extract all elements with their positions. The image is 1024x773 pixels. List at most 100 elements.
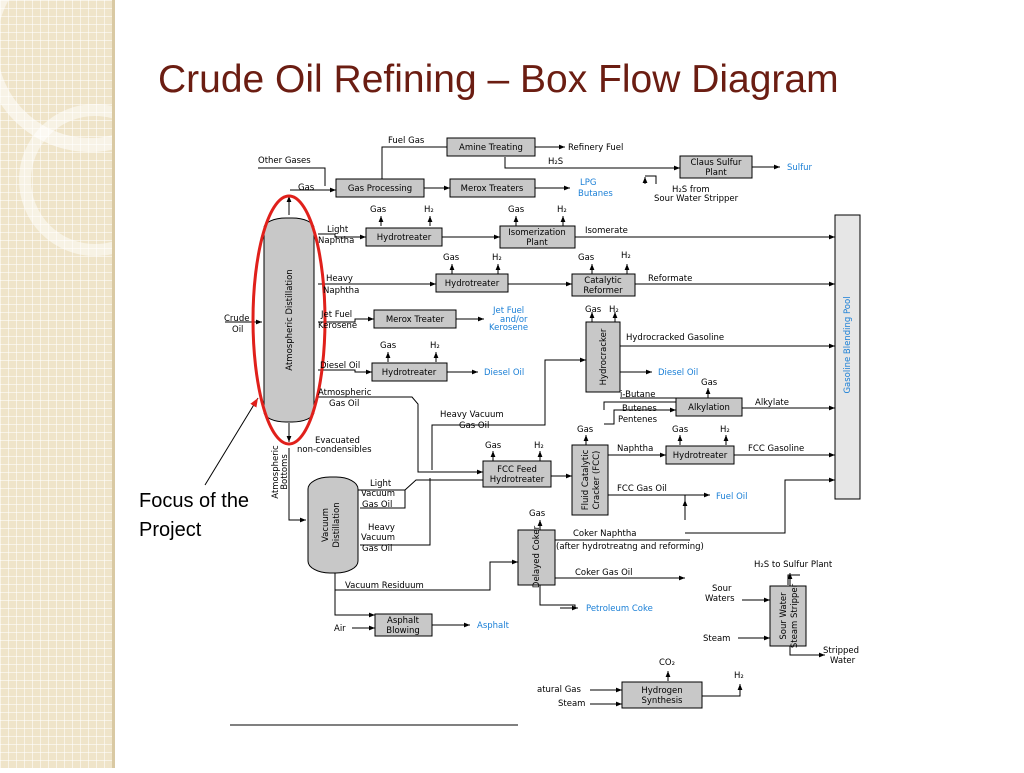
claus-sulfur-plant-unit: Claus Sulfur Plant — [679, 155, 753, 179]
petroleum-coke-product: Petroleum Coke — [586, 604, 653, 614]
h2s-to-sulfur-label: H₂S to Sulfur Plant — [754, 560, 833, 570]
sidebar-divider — [112, 0, 115, 768]
atmospheric-distillation-column: Atmospheric Distillation — [263, 217, 315, 423]
svg-text:Alkylation: Alkylation — [688, 403, 730, 413]
svg-text:Cracker (FCC): Cracker (FCC) — [592, 451, 602, 510]
atmospheric-gas-oil-label: Atmospheric — [318, 388, 372, 398]
product-labels: Sulfur LPG Butanes Jet Fuel and/or Keros… — [477, 163, 813, 631]
svg-text:Pentenes: Pentenes — [618, 415, 658, 425]
svg-text:Claus Sulfur: Claus Sulfur — [690, 158, 742, 168]
svg-text:Gas Oil: Gas Oil — [362, 500, 392, 510]
light-vacuum-gas-oil-label: Light — [370, 479, 392, 489]
svg-text:Blowing: Blowing — [386, 626, 420, 636]
svg-text:Gas: Gas — [508, 205, 525, 215]
svg-text:Gas: Gas — [529, 509, 546, 519]
focus-highlight — [204, 194, 327, 486]
reformate-label: Reformate — [648, 274, 692, 284]
vacuum-residuum-label: Vacuum Residuum — [345, 581, 424, 591]
sour-waters-label: Sour — [712, 584, 732, 594]
amine-treating-unit: Amine Treating — [446, 137, 536, 157]
h2s-from-label-2: Sour Water Stripper — [654, 194, 739, 204]
diesel-oil-label: Diesel Oil — [320, 361, 360, 371]
refinery-fuel-label: Refinery Fuel — [568, 143, 623, 153]
hydrocracker-unit: Hydrocracker — [585, 321, 621, 393]
heavy-naphtha-label: Heavy — [326, 274, 353, 284]
svg-text:Kerosene: Kerosene — [489, 323, 528, 333]
svg-text:Plant: Plant — [705, 168, 727, 178]
svg-text:Vacuum: Vacuum — [321, 508, 331, 542]
svg-text:Plant: Plant — [526, 238, 548, 248]
svg-text:Gas Oil: Gas Oil — [459, 421, 489, 431]
svg-text:Naphtha: Naphtha — [323, 286, 359, 296]
isomerization-plant-unit: Isomerization Plant — [499, 225, 576, 249]
svg-text:Merox Treaters: Merox Treaters — [461, 184, 524, 194]
svg-text:and/or: and/or — [500, 315, 528, 325]
sour-water-stripper-unit: Sour Water Steam Stripper — [769, 583, 807, 648]
natural-gas-label: atural Gas — [537, 685, 581, 695]
focus-note-line-1: Focus of the — [139, 490, 250, 512]
svg-text:Waters: Waters — [705, 594, 735, 604]
crude-oil-label: Crude — [224, 314, 249, 324]
merox-treater-unit: Merox Treater — [373, 309, 457, 329]
catalytic-reformer-unit: Catalytic Reformer — [571, 273, 636, 297]
alkylation-unit: Alkylation — [675, 397, 743, 417]
svg-text:Gas: Gas — [380, 341, 397, 351]
sulfur-product: Sulfur — [787, 163, 813, 173]
svg-text:Naphtha: Naphtha — [318, 236, 354, 246]
svg-text:Gas: Gas — [578, 253, 595, 263]
svg-text:Hydrotreater: Hydrotreater — [490, 475, 545, 485]
svg-text:Steam Stripper: Steam Stripper — [790, 583, 800, 648]
svg-text:Vacuum: Vacuum — [361, 489, 395, 499]
fcc-gasoline-label: FCC Gasoline — [748, 444, 804, 454]
atmospheric-bottoms-label: Atmospheric — [271, 445, 281, 499]
svg-text:Gas: Gas — [585, 305, 602, 315]
alkylate-label: Alkylate — [755, 398, 789, 408]
lpg-product: LPG — [580, 178, 596, 188]
heavy-vacuum-gas-oil-2-label: Heavy — [368, 523, 395, 533]
svg-text:Bottoms: Bottoms — [280, 454, 290, 490]
svg-text:Vacuum: Vacuum — [361, 533, 395, 543]
svg-text:Reformer: Reformer — [583, 286, 623, 296]
asphalt-blowing-unit: Asphalt Blowing — [374, 613, 433, 637]
jet-fuel-product: Jet Fuel — [492, 306, 524, 316]
co2-label: CO₂ — [659, 658, 675, 668]
hydrogen-synthesis-unit: Hydrogen Synthesis — [621, 681, 703, 709]
jet-fuel-label: Jet Fuel — [320, 310, 352, 320]
flow-lines — [225, 144, 835, 726]
isomerate-label: Isomerate — [585, 226, 628, 236]
svg-text:Gas: Gas — [370, 205, 387, 215]
fcc-gas-oil-label: FCC Gas Oil — [617, 484, 667, 494]
steam-label: Steam — [703, 634, 730, 644]
evacuated-label: Evacuated — [315, 436, 360, 446]
svg-text:Butanes: Butanes — [578, 189, 613, 199]
svg-text:Water: Water — [830, 656, 856, 666]
merox-treaters-unit: Merox Treaters — [449, 178, 536, 198]
svg-text:Gasoline Blending Pool: Gasoline Blending Pool — [843, 296, 853, 393]
butenes-label: Butenes — [622, 404, 657, 414]
hydrocracker-diesel-product: Diesel Oil — [658, 368, 698, 378]
svg-text:Gas: Gas — [672, 425, 689, 435]
svg-text:Hydrotreater: Hydrotreater — [445, 279, 500, 289]
svg-text:Synthesis: Synthesis — [642, 696, 684, 706]
svg-text:Hydrocracker: Hydrocracker — [599, 328, 609, 385]
gas-label: Gas — [298, 183, 315, 193]
svg-text:Merox Treater: Merox Treater — [386, 315, 445, 325]
coker-gas-oil-label: Coker Gas Oil — [575, 568, 633, 578]
fuel-gas-label: Fuel Gas — [388, 136, 425, 146]
svg-text:Oil: Oil — [232, 325, 243, 335]
svg-text:Hydrotreater: Hydrotreater — [382, 368, 437, 378]
heavy-vacuum-gas-oil-label: Heavy Vacuum — [440, 410, 504, 420]
svg-text:Catalytic: Catalytic — [584, 276, 622, 286]
fcc-unit: Fluid Catalytic Cracker (FCC) — [571, 444, 609, 516]
svg-text:H₂: H₂ — [430, 341, 440, 351]
decorative-sidebar — [0, 0, 197, 768]
svg-text:Hydrotreater: Hydrotreater — [673, 451, 728, 461]
svg-text:H₂: H₂ — [609, 305, 619, 315]
svg-text:Gas Processing: Gas Processing — [348, 184, 412, 194]
svg-text:Gas: Gas — [443, 253, 460, 263]
svg-text:Asphalt: Asphalt — [387, 616, 420, 626]
hydrocracked-gasoline-label: Hydrocracked Gasoline — [626, 333, 724, 343]
asphalt-product: Asphalt — [477, 621, 510, 631]
svg-text:FCC Feed: FCC Feed — [497, 465, 537, 475]
focus-note: Focus of the Project — [139, 487, 249, 545]
